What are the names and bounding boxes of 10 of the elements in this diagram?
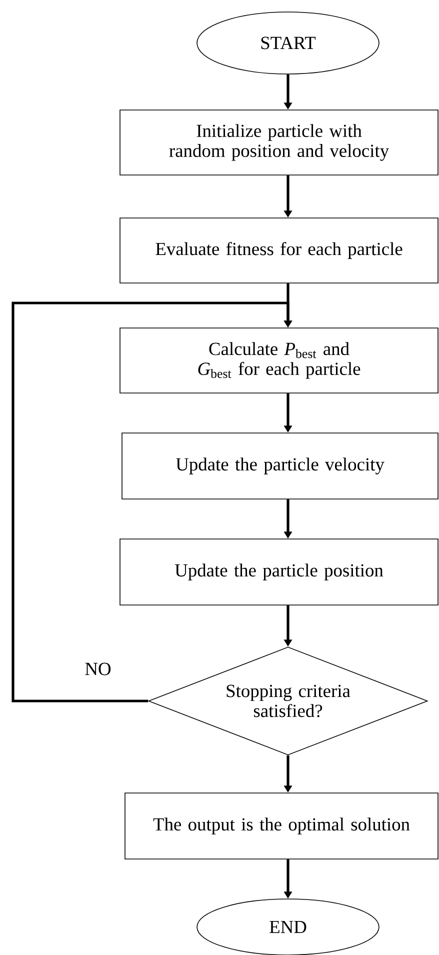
process-box: Initialize particle with random position and velocity (120, 110, 438, 176)
arrow (12, 302, 292, 702)
start-terminal: START (196, 12, 380, 74)
end-terminal: END (196, 898, 380, 955)
process-box: The output is the optimal solution (124, 792, 438, 860)
process-box: Update the particle position (120, 538, 438, 606)
process-box: Calculate P$_{best}$ and G$_{best}$ for each particle (120, 328, 438, 394)
edge-label: NO (85, 662, 111, 676)
process-box: Update the particle velocity (122, 432, 438, 500)
process-box: Evaluate fitness for each particle (120, 218, 438, 284)
